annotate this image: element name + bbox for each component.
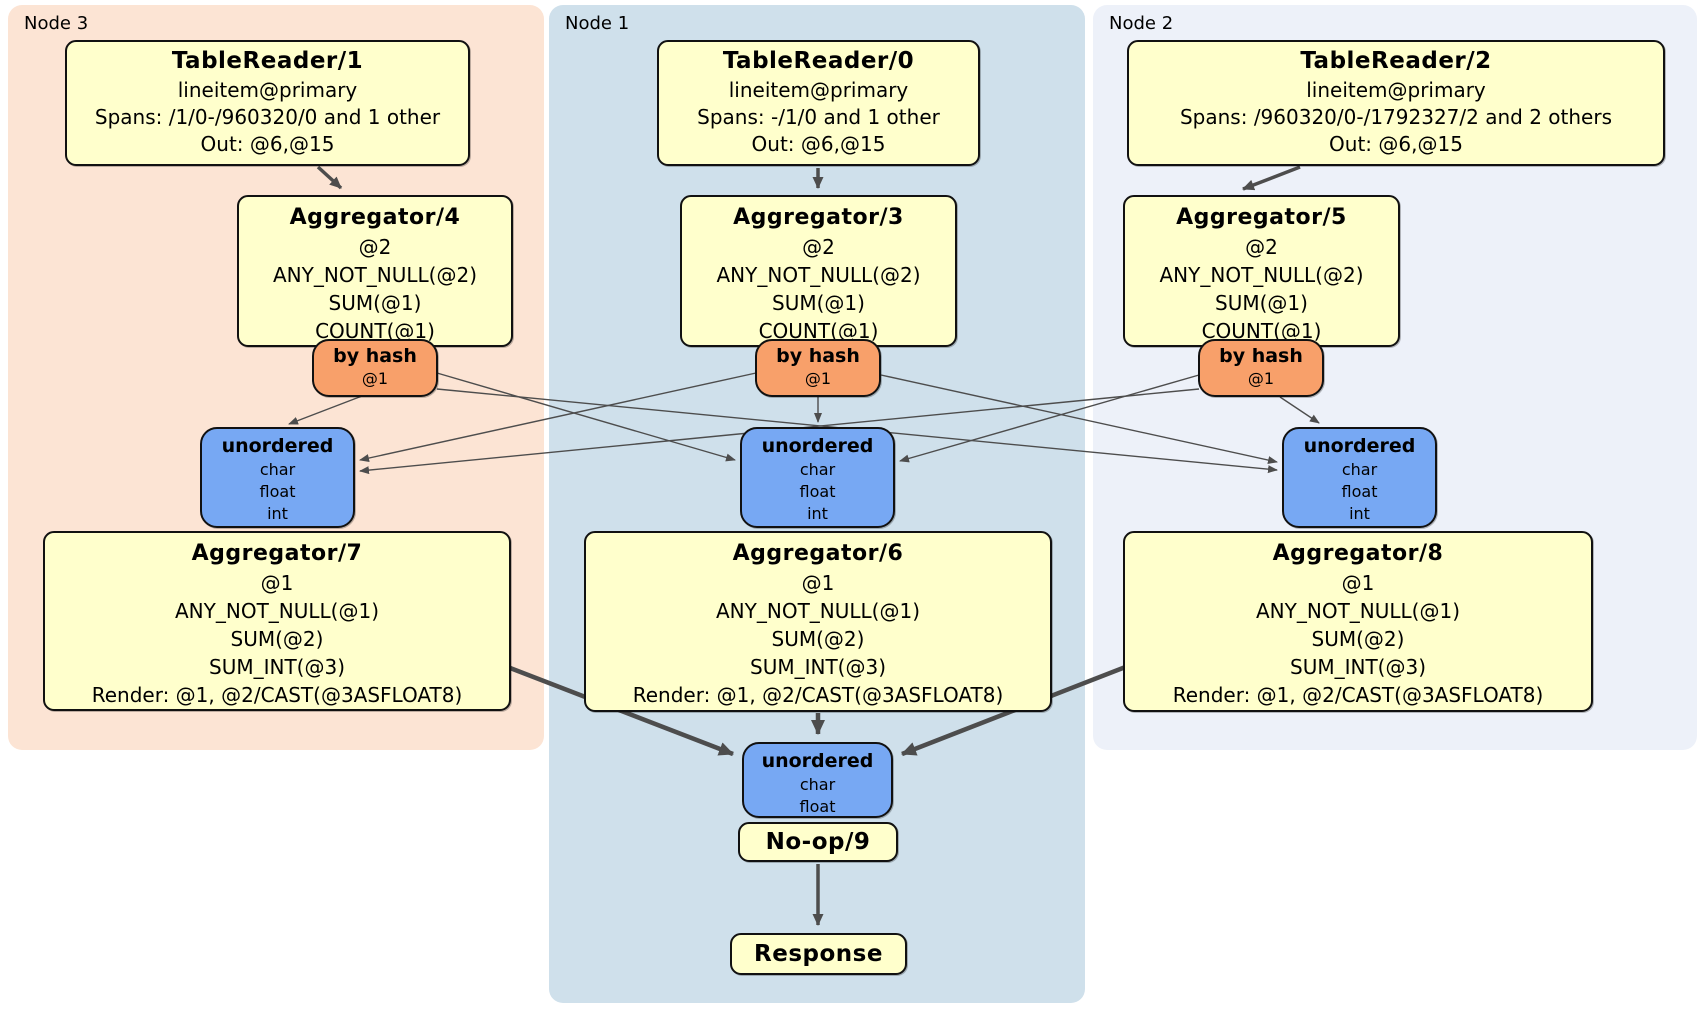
sync-col1: char (799, 460, 836, 479)
aggregator8-group: @1 (1341, 571, 1375, 595)
aggregator8-func3: SUM_INT(@3) (1290, 655, 1426, 679)
aggregator7-func2: SUM(@2) (230, 627, 324, 651)
node2-label: Node 2 (1109, 13, 1174, 34)
tablereader2-out: Out: @6,@15 (1329, 132, 1463, 156)
aggregator8-box: Aggregator/8 @1 ANY_NOT_NULL(@1) SUM(@2)… (1123, 531, 1593, 712)
edge-bh3-sync3 (288, 395, 363, 425)
tablereader0-out: Out: @6,@15 (751, 132, 886, 156)
aggregator4-func2: SUM(@1) (328, 291, 422, 315)
aggregator5-func2: SUM(@1) (1215, 291, 1308, 315)
aggregator3-box: Aggregator/3 @2 ANY_NOT_NULL(@2) SUM(@1)… (680, 195, 957, 347)
sync-col2: float (799, 482, 836, 501)
sync-col1: char (1341, 460, 1378, 479)
response-box: Response (730, 933, 907, 975)
node1-label: Node 1 (565, 13, 630, 34)
aggregator7-group: @1 (260, 571, 294, 595)
tablereader0-title: TableReader/0 (722, 48, 915, 74)
aggregator5-func1: ANY_NOT_NULL(@2) (1159, 263, 1364, 287)
sync-label: unordered (761, 435, 874, 457)
tablereader0-index: lineitem@primary (728, 78, 909, 102)
unordered-final-sync: unordered char float (742, 742, 893, 818)
byhash-label: by hash (333, 345, 417, 367)
aggregator4-title: Aggregator/4 (289, 205, 461, 230)
tablereader1-box: TableReader/1 lineitem@primary Spans: /1… (65, 40, 470, 166)
unordered-sync-node2: unordered char float int (1282, 427, 1437, 528)
sync-col3: int (267, 504, 288, 523)
noop-title: No-op/9 (765, 829, 871, 855)
unordered-sync-node1: unordered char float int (740, 427, 895, 528)
sync-label: unordered (1303, 435, 1416, 457)
aggregator3-group: @2 (802, 235, 835, 259)
tablereader1-out: Out: @6,@15 (200, 132, 335, 156)
edge-bh3-sync1 (436, 372, 736, 462)
tablereader2-spans: Spans: /960320/0-/1792327/2 and 2 others (1179, 105, 1612, 129)
edge-bh2-sync2 (1279, 396, 1320, 424)
tablereader1-spans: Spans: /1/0-/960320/0 and 1 other (94, 105, 441, 129)
sync-col2: float (799, 797, 836, 816)
unordered-sync-node3: unordered char float int (200, 427, 355, 528)
aggregator5-group: @2 (1245, 235, 1278, 259)
tablereader0-spans: Spans: -/1/0 and 1 other (697, 105, 940, 129)
tablereader2-title: TableReader/2 (1300, 48, 1492, 74)
aggregator6-group: @1 (801, 571, 835, 595)
byhash-label: by hash (1219, 345, 1303, 367)
byhash-key: @1 (361, 369, 389, 388)
aggregator8-func2: SUM(@2) (1311, 627, 1405, 651)
edge-bh2-sync1 (899, 374, 1200, 463)
aggregator5-title: Aggregator/5 (1176, 205, 1347, 230)
aggregator4-box: Aggregator/4 @2 ANY_NOT_NULL(@2) SUM(@1)… (237, 195, 513, 347)
sync-label: unordered (761, 750, 874, 772)
aggregator6-func3: SUM_INT(@3) (750, 655, 886, 679)
tablereader2-index: lineitem@primary (1306, 78, 1486, 102)
aggregator7-box: Aggregator/7 @1 ANY_NOT_NULL(@1) SUM(@2)… (43, 531, 511, 711)
byhash-router-node2: by hash @1 (1198, 339, 1324, 397)
aggregator7-title: Aggregator/7 (191, 541, 363, 566)
aggregator6-func2: SUM(@2) (771, 627, 865, 651)
sync-col3: int (1349, 504, 1370, 523)
byhash-router-node3: by hash @1 (312, 339, 438, 397)
sync-col1: char (799, 775, 836, 794)
byhash-label: by hash (776, 345, 860, 367)
tablereader0-box: TableReader/0 lineitem@primary Spans: -/… (657, 40, 980, 166)
byhash-key: @1 (1247, 369, 1275, 388)
edge-bh1-sync2 (880, 374, 1278, 464)
sync-label: unordered (221, 435, 334, 457)
aggregator3-func1: ANY_NOT_NULL(@2) (716, 263, 921, 287)
sync-col2: float (1341, 482, 1378, 501)
aggregator6-func1: ANY_NOT_NULL(@1) (716, 599, 920, 623)
aggregator8-func1: ANY_NOT_NULL(@1) (1256, 599, 1460, 623)
tablereader1-title: TableReader/1 (171, 48, 364, 74)
sync-col2: float (259, 482, 296, 501)
node3-label: Node 3 (24, 13, 89, 34)
aggregator7-func1: ANY_NOT_NULL(@1) (175, 599, 379, 623)
noop-box: No-op/9 (738, 822, 898, 862)
aggregator3-title: Aggregator/3 (733, 205, 904, 230)
aggregator5-box: Aggregator/5 @2 ANY_NOT_NULL(@2) SUM(@1)… (1123, 195, 1400, 347)
aggregator6-title: Aggregator/6 (732, 541, 904, 566)
aggregator7-func3: SUM_INT(@3) (209, 655, 345, 679)
sync-col1: char (259, 460, 296, 479)
edge-tr2-agg5 (1242, 165, 1301, 191)
aggregator4-func1: ANY_NOT_NULL(@2) (273, 263, 477, 287)
byhash-key: @1 (804, 369, 832, 388)
response-title: Response (754, 941, 883, 967)
sync-col3: int (807, 504, 828, 523)
aggregator4-group: @2 (358, 235, 392, 259)
byhash-router-node1: by hash @1 (755, 339, 881, 397)
aggregator8-title: Aggregator/8 (1272, 541, 1444, 566)
aggregator3-func2: SUM(@1) (772, 291, 865, 315)
tablereader1-index: lineitem@primary (177, 78, 358, 102)
edge-bh1-sync3 (359, 372, 757, 462)
aggregator6-render: Render: @1, @2/CAST(@3ASFLOAT8) (632, 683, 1004, 707)
aggregator7-render: Render: @1, @2/CAST(@3ASFLOAT8) (91, 683, 463, 707)
aggregator8-render: Render: @1, @2/CAST(@3ASFLOAT8) (1172, 683, 1544, 707)
edge-tr1-agg4 (316, 165, 343, 190)
tablereader2-box: TableReader/2 lineitem@primary Spans: /9… (1127, 40, 1665, 166)
aggregator6-box: Aggregator/6 @1 ANY_NOT_NULL(@1) SUM(@2)… (584, 531, 1052, 712)
